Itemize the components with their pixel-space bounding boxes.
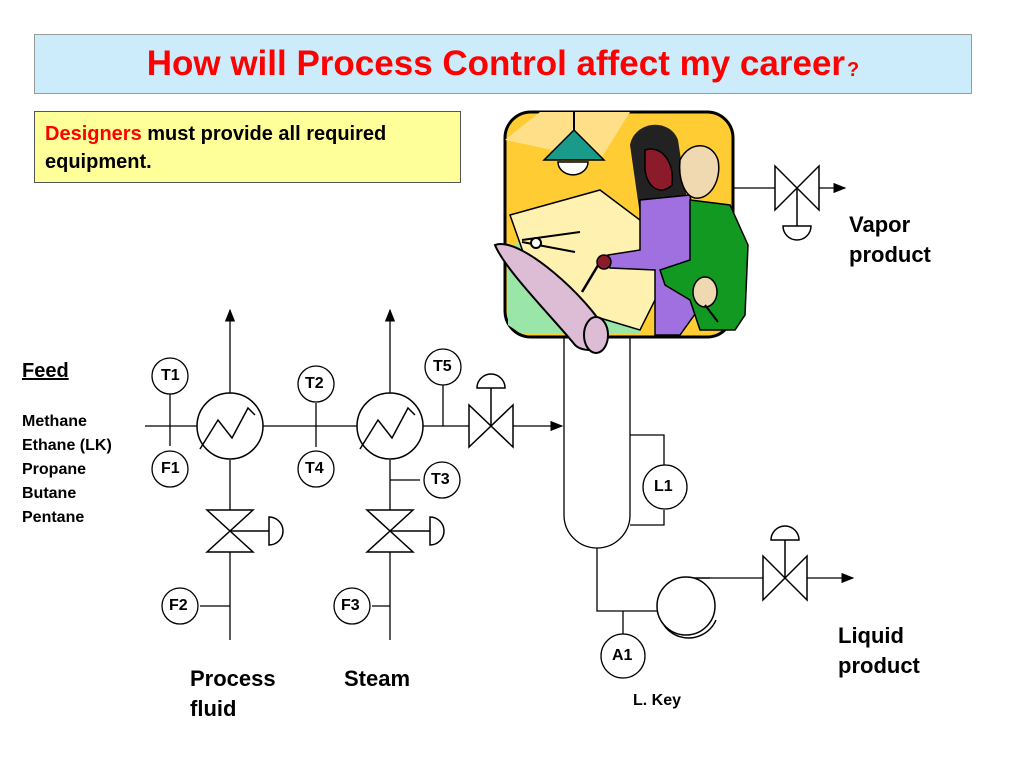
t1-bubble — [151, 357, 189, 395]
instrument-f1: F1 — [161, 460, 180, 477]
control-valve-icon — [762, 525, 808, 602]
f2-bubble — [161, 587, 199, 625]
title-banner: How will Process Control affect my caree… — [34, 34, 972, 94]
control-valve-icon — [205, 509, 284, 553]
instrument-t2: T2 — [305, 375, 324, 392]
feed-component: Ethane (LK) — [22, 437, 112, 454]
t2-bubble — [297, 365, 335, 403]
instrument-f3: F3 — [341, 597, 360, 614]
control-valve-icon — [774, 164, 820, 241]
feed-component: Pentane — [22, 509, 85, 526]
steam-label: Steam — [344, 666, 411, 691]
note-text: must provide all required equipment. — [45, 123, 387, 173]
instrument-t3: T3 — [431, 471, 450, 488]
f1-bubble — [151, 450, 189, 488]
feed-component: Propane — [22, 461, 87, 478]
control-valve-icon — [365, 509, 445, 553]
feed-heading: Feed — [22, 360, 69, 382]
feed-component-list: Methane Ethane (LK) Propane Butane Penta… — [22, 410, 112, 530]
t5-bubble — [424, 348, 462, 386]
heat-exchanger-icon — [196, 392, 264, 460]
f3-bubble — [333, 587, 371, 625]
light-key-label: L. Key — [633, 692, 682, 709]
instrument-l1: L1 — [654, 478, 673, 495]
page-title: How will Process Control affect my caree… — [146, 44, 846, 83]
pump-icon — [656, 576, 717, 639]
designer-clipart-icon — [493, 110, 749, 354]
feed-component: Butane — [22, 485, 77, 502]
t3-bubble — [423, 461, 461, 499]
instrument-f2: F2 — [169, 597, 188, 614]
t4-bubble — [297, 450, 335, 488]
instrument-t5: T5 — [433, 358, 452, 375]
note-highlight: Designers — [45, 123, 142, 145]
instrument-a1: A1 — [612, 647, 633, 664]
vapor-product-label: Vapor product — [849, 212, 931, 267]
instrument-t1: T1 — [161, 367, 180, 384]
liquid-product-label: Liquid product — [838, 623, 920, 678]
heat-exchanger-icon — [356, 392, 424, 460]
designers-note: Designers must provide all required equi… — [34, 111, 461, 183]
a1-bubble — [600, 633, 646, 679]
control-valve-icon — [468, 373, 514, 449]
process-fluid-label: Process fluid — [190, 666, 276, 721]
title-question-mark: ? — [847, 58, 860, 81]
instrument-t4: T4 — [305, 460, 324, 477]
feed-component: Methane — [22, 413, 87, 430]
l1-bubble — [642, 464, 688, 510]
